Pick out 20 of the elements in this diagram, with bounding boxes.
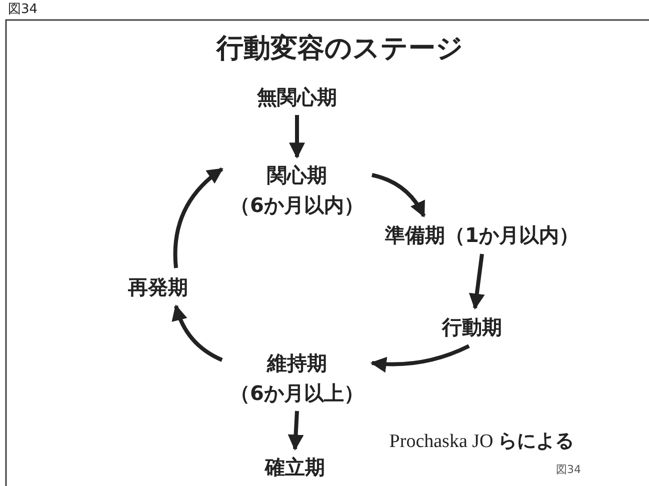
stage-label: 関心期	[266, 162, 328, 189]
arrow	[468, 254, 485, 310]
stage-label: 確立期	[265, 454, 325, 481]
stage-label: 行動期	[442, 314, 502, 341]
arrow	[172, 304, 223, 362]
stage-label: （6か月以上）	[230, 380, 364, 407]
stage-label: 準備期（1か月以内）	[385, 222, 579, 249]
arrow	[371, 173, 426, 218]
arrow	[288, 410, 304, 451]
arrow	[370, 344, 470, 372]
stage-label: （6か月以内）	[230, 192, 364, 219]
arrow	[289, 115, 305, 159]
arrow	[173, 167, 224, 268]
source-note: Prochaska JO らによる	[389, 429, 574, 454]
figure-number: 図34	[556, 462, 581, 477]
stage-label: 再発期	[128, 274, 188, 301]
title: 行動変容のステージ	[216, 32, 464, 66]
stage-label: 維持期	[266, 350, 328, 377]
figure-number: 図34	[8, 1, 38, 18]
stage-label: 無関心期	[257, 84, 337, 111]
